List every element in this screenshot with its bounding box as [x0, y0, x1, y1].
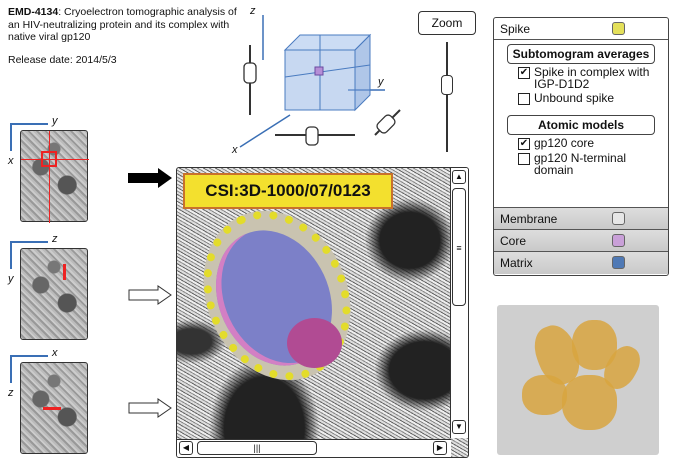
dataset-label: CSI:3D-1000/07/0123 [183, 173, 393, 209]
tomogram-viewer[interactable]: CSI:3D-1000/07/0123 ▲ ≡ ▼ ◀ ||| ▶ [176, 167, 469, 458]
virion-matrix [287, 318, 342, 368]
scroll-down-button[interactable]: ▼ [452, 420, 466, 434]
layer-label: Core [500, 234, 527, 248]
spike-3d-model[interactable] [497, 305, 659, 455]
y-slider-knob [376, 114, 396, 134]
checkbox-label: gp120 N-terminal domain [534, 151, 627, 177]
color-swatch[interactable] [612, 22, 625, 35]
layer-spike[interactable]: Spike [494, 18, 668, 40]
orientation-cube[interactable] [230, 5, 410, 165]
cube-axis-z: z [250, 5, 256, 17]
x-slider-knob [305, 126, 319, 146]
arrow-right-filled-icon [128, 168, 172, 188]
arrow-right-outline-icon [128, 398, 172, 418]
checkbox-checked[interactable]: ✔ [518, 138, 530, 150]
checkbox-unchecked[interactable] [518, 153, 530, 165]
layer-label: Membrane [500, 212, 558, 226]
horizontal-scrollbar[interactable]: ◀ ||| ▶ [177, 439, 451, 457]
entry-id: EMD-4134 [8, 6, 59, 18]
thumb1-axis-v: x [8, 155, 14, 167]
layer-core[interactable]: Core [494, 230, 668, 252]
arrow-right-outline-icon [128, 285, 172, 305]
checkbox-label: gp120 core [534, 136, 595, 150]
horizontal-scroll-thumb[interactable]: ||| [197, 441, 317, 455]
scroll-right-button[interactable]: ▶ [433, 441, 447, 455]
checkbox-gp120-nterm[interactable]: gp120 N-terminal domain [494, 152, 668, 176]
checkbox-label: Spike in complex with IGP-D1D2 [534, 65, 650, 91]
color-swatch[interactable] [612, 234, 625, 247]
entry-description: EMD-4134: Cryoelectron tomographic analy… [8, 6, 238, 44]
layer-panel: Spike Subtomogram averages ✔ Spike in com… [493, 17, 669, 276]
checkbox-unchecked[interactable] [518, 93, 530, 105]
checkbox-label: Unbound spike [534, 91, 615, 105]
thumb2-axis-h: z [52, 233, 58, 245]
zoom-button[interactable]: Zoom [418, 11, 476, 35]
checkbox-spike-complex[interactable]: ✔ Spike in complex with IGP-D1D2 [494, 66, 668, 90]
color-swatch[interactable] [612, 212, 625, 225]
entry-title: : Cryoelectron tomographic analysis of a… [8, 6, 237, 43]
layer-matrix[interactable]: Matrix [494, 252, 668, 274]
vertical-scrollbar[interactable]: ▲ ≡ ▼ [450, 168, 468, 438]
checkbox-gp120-core[interactable]: ✔ gp120 core [494, 137, 668, 150]
thumbnail-zx[interactable] [20, 362, 88, 454]
scroll-up-button[interactable]: ▲ [452, 170, 466, 184]
subtomogram-averages-header[interactable]: Subtomogram averages [507, 44, 655, 64]
zoom-slider-knob[interactable] [441, 75, 453, 95]
cube-axis-y: y [378, 76, 384, 88]
z-slider-knob [243, 62, 257, 84]
checkbox-unbound-spike[interactable]: Unbound spike [494, 92, 668, 105]
color-swatch[interactable] [612, 256, 625, 269]
scroll-left-button[interactable]: ◀ [179, 441, 193, 455]
vertical-scroll-thumb[interactable]: ≡ [452, 188, 466, 306]
layer-label: Matrix [500, 256, 533, 270]
layer-label: Spike [500, 22, 531, 36]
thumb1-axis-h: y [52, 115, 58, 127]
zoom-slider-track[interactable] [446, 42, 448, 152]
atomic-models-header[interactable]: Atomic models [507, 115, 655, 135]
thumbnail-xy[interactable] [20, 130, 89, 223]
thumb2-axis-v: y [8, 273, 14, 285]
thumbnail-yz[interactable] [20, 248, 88, 340]
thumb3-axis-h: x [52, 347, 58, 359]
release-date: Release date: 2014/5/3 [8, 54, 117, 66]
layer-membrane[interactable]: Membrane [494, 208, 668, 230]
checkbox-checked[interactable]: ✔ [518, 67, 530, 79]
thumb3-axis-v: z [8, 387, 14, 399]
cube-axis-x: x [232, 144, 238, 156]
